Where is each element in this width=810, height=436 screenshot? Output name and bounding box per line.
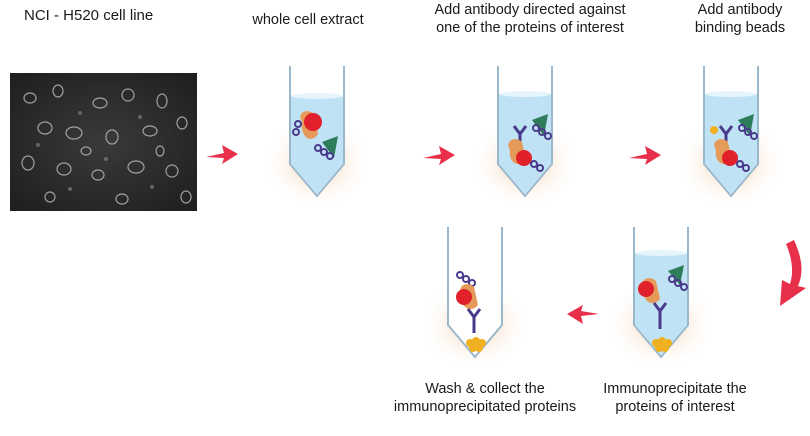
add-antibody-label: Add antibody directed against one of the… — [430, 1, 630, 37]
arrow-down-curved-icon — [780, 240, 806, 306]
cell-line-micrograph — [10, 73, 197, 211]
tube-wash-collect — [420, 227, 530, 365]
add-antibody-label-line-1: Add antibody directed against — [434, 2, 626, 18]
red-protein-icon — [638, 281, 654, 297]
cell-line-label: NCI - H520 cell line — [24, 7, 154, 24]
arrow-right-icon — [629, 146, 661, 165]
add-antibody-label-line-2: one of the proteins of interest — [436, 20, 624, 36]
tube-add-antibody — [470, 66, 580, 204]
arrow-left-icon — [567, 305, 599, 324]
red-protein-icon — [516, 150, 532, 166]
red-protein-icon — [456, 289, 472, 305]
wash-collect-label-line-1: Wash & collect the — [425, 381, 545, 397]
wash-collect-label-line-2: immunoprecipitated proteins — [393, 399, 577, 415]
immunoprecipitate-label-line-1: Immunoprecipitate the — [603, 381, 747, 397]
add-beads-label-line-1: Add antibody — [697, 2, 783, 18]
add-beads-label: Add antibody binding beads — [680, 1, 800, 37]
tube-immunoprecipitate — [606, 227, 716, 365]
arrow-right-icon — [206, 145, 238, 164]
red-protein-icon — [722, 150, 738, 166]
wash-collect-label: Wash & collect the immunoprecipitated pr… — [385, 380, 585, 416]
immunoprecipitate-label: Immunoprecipitate the proteins of intere… — [595, 380, 755, 416]
whole-cell-extract-label: whole cell extract — [252, 12, 364, 28]
arrow-right-icon — [423, 146, 455, 165]
green-protein-icon — [322, 136, 338, 158]
antibody-icon — [652, 302, 668, 329]
bead-icon — [710, 126, 718, 134]
antibody-icon — [466, 308, 482, 333]
immunoprecipitate-label-line-2: proteins of interest — [615, 399, 735, 415]
beads-cluster-icon — [652, 337, 672, 352]
add-beads-label-line-2: binding beads — [694, 20, 786, 36]
red-protein-icon — [304, 113, 322, 131]
beads-cluster-icon — [466, 337, 486, 352]
tube-add-beads — [676, 66, 786, 204]
tube-whole-cell-extract — [262, 66, 372, 204]
